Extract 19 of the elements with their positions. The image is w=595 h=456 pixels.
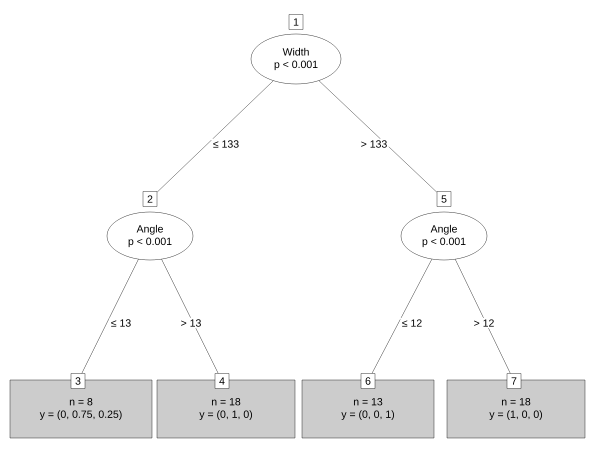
branch-line [82, 259, 139, 374]
node-number: 6 [360, 373, 376, 389]
node-number: 5 [436, 191, 452, 207]
edge-label: > 12 [472, 318, 496, 328]
branch-line [161, 259, 218, 374]
branch-line [372, 259, 432, 374]
node-number: 7 [506, 373, 522, 389]
branch-line [318, 80, 437, 192]
edge-label: ≤ 133 [211, 138, 241, 150]
branch-line [455, 259, 510, 374]
node-number: 4 [214, 373, 230, 389]
branch-line [157, 80, 274, 192]
node-number: 1 [288, 14, 304, 30]
node-number: 3 [70, 373, 86, 389]
edge-label: > 133 [359, 138, 389, 150]
edge-label: ≤ 13 [109, 318, 133, 328]
node-number: 2 [142, 191, 158, 207]
edge-label: > 13 [179, 318, 203, 328]
edge-label: ≤ 12 [400, 318, 424, 328]
